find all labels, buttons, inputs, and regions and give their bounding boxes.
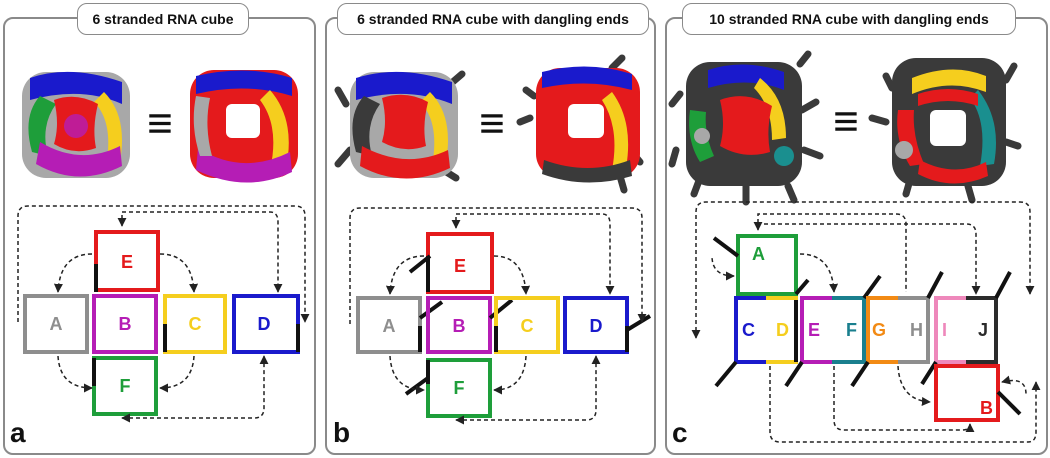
strand-box-A-b: A: [356, 296, 444, 354]
strand-label-G-c: G: [872, 320, 886, 340]
strand-label-B-b: B: [453, 316, 466, 336]
strand-label-J-c: J: [978, 320, 988, 340]
strand-box-B-c: B: [934, 364, 1022, 422]
strand-box-E-a: E: [94, 230, 160, 292]
strand-label-C-a: C: [189, 314, 202, 334]
strand-label-C-c: C: [742, 320, 755, 340]
strand-label-D-c: D: [776, 320, 789, 340]
panel-b-label: b: [333, 417, 351, 448]
strand-box-A-c: A: [712, 234, 810, 296]
panel-c-label: c: [672, 417, 688, 448]
cube-render-b-left: [334, 70, 466, 182]
strand-label-A-a: A: [50, 314, 63, 334]
panel-b-title: 6 stranded RNA cube with dangling ends: [337, 3, 649, 35]
strand-box-A-a: A: [23, 294, 89, 354]
strand-box-CD-c: C D: [714, 296, 798, 388]
strand-box-D-a: D: [232, 294, 300, 354]
connector-arrows-b: [349, 207, 647, 425]
panel-a-label: a: [10, 417, 26, 448]
strand-label-A-c: A: [752, 244, 765, 264]
panel-a-title: 6 stranded RNA cube: [77, 3, 249, 35]
equivalence-symbol-c: ≡: [833, 97, 859, 146]
panel-c-title: 10 stranded RNA cube with dangling ends: [682, 3, 1016, 35]
strand-box-B-a: B: [92, 294, 158, 354]
cube-render-c-left: [668, 50, 824, 206]
strand-label-E-b: E: [454, 256, 466, 276]
strand-label-D-a: D: [258, 314, 271, 334]
strand-box-F-a: F: [92, 356, 158, 416]
connector-arrows-c: [691, 201, 1041, 443]
strand-label-E-a: E: [121, 252, 133, 272]
strand-label-A-b: A: [383, 316, 396, 336]
strand-box-EF-c: E F: [784, 274, 882, 388]
cube-render-b-right: [516, 54, 644, 194]
strand-box-B-b: B: [426, 296, 514, 354]
cube-render-a-right: [190, 70, 298, 183]
strand-box-F-b: F: [404, 358, 492, 418]
strand-label-F-a: F: [120, 376, 131, 396]
equivalence-symbol-a: ≡: [147, 99, 173, 148]
strand-label-F-b: F: [454, 378, 465, 398]
equivalence-symbol-b: ≡: [479, 99, 505, 148]
strand-box-C-a: C: [163, 294, 227, 354]
cube-render-c-right: [868, 58, 1022, 204]
strand-label-F-c: F: [846, 320, 857, 340]
strand-label-I-c: I: [942, 320, 947, 340]
strand-label-C-b: C: [521, 316, 534, 336]
cube-render-a-left: [22, 71, 130, 178]
strand-label-H-c: H: [910, 320, 923, 340]
strand-label-B-c: B: [980, 398, 993, 418]
connector-arrows-a: [17, 205, 310, 423]
strand-box-C-b: C: [494, 296, 560, 354]
strand-label-D-b: D: [590, 316, 603, 336]
strand-label-B-a: B: [119, 314, 132, 334]
strand-box-D-b: D: [563, 296, 652, 354]
strand-box-E-b: E: [408, 232, 494, 294]
strand-label-E-c: E: [808, 320, 820, 340]
